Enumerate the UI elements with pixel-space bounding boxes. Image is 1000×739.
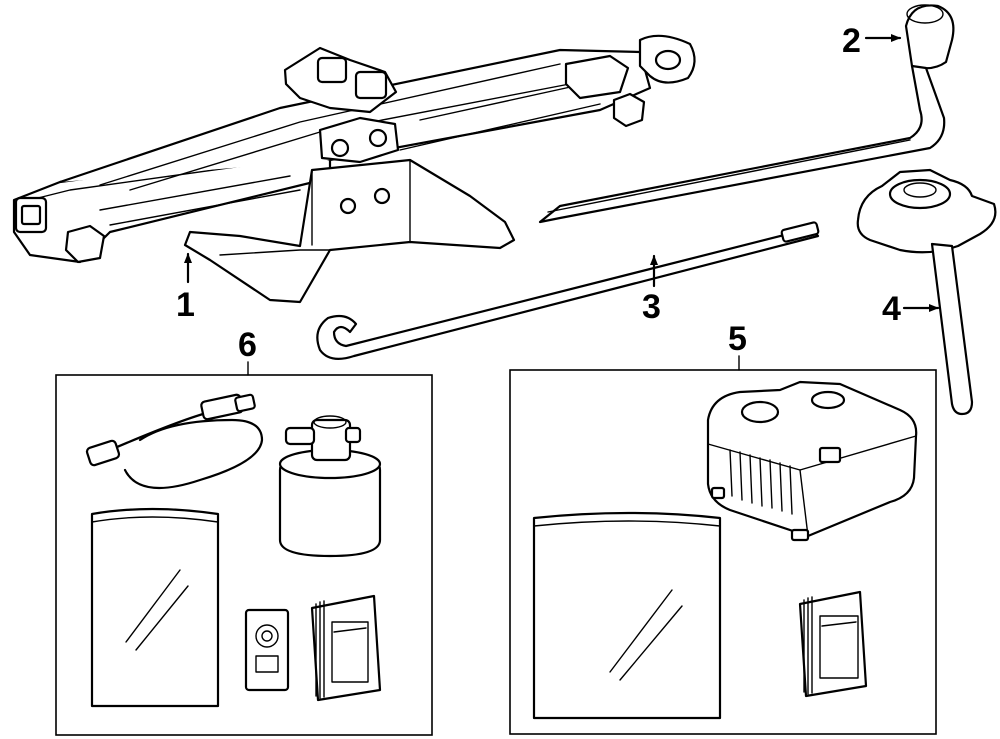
warning-sticker[interactable] xyxy=(244,608,290,692)
instruction-manual[interactable] xyxy=(310,594,382,702)
scissor-jack[interactable] xyxy=(12,34,696,304)
kit-5-box xyxy=(509,369,937,735)
callout-1: 1 xyxy=(176,286,195,324)
air-compressor[interactable] xyxy=(706,380,918,542)
inflator-hose[interactable] xyxy=(85,393,264,490)
callout-2: 2 xyxy=(842,22,861,60)
instruction-manual-2[interactable] xyxy=(798,590,868,698)
callout-6: 6 xyxy=(238,326,257,364)
storage-bag[interactable] xyxy=(90,507,220,708)
callout-4: 4 xyxy=(882,290,901,328)
callout-5: 5 xyxy=(728,320,747,358)
storage-bag-2[interactable] xyxy=(532,511,722,720)
lug-wrench[interactable] xyxy=(538,4,955,224)
callout-3: 3 xyxy=(642,288,661,326)
sealant-bottle[interactable] xyxy=(278,415,382,558)
jack-handle[interactable] xyxy=(316,221,820,361)
hold-down-bolt[interactable] xyxy=(856,168,997,416)
kit-6-box xyxy=(55,374,433,736)
